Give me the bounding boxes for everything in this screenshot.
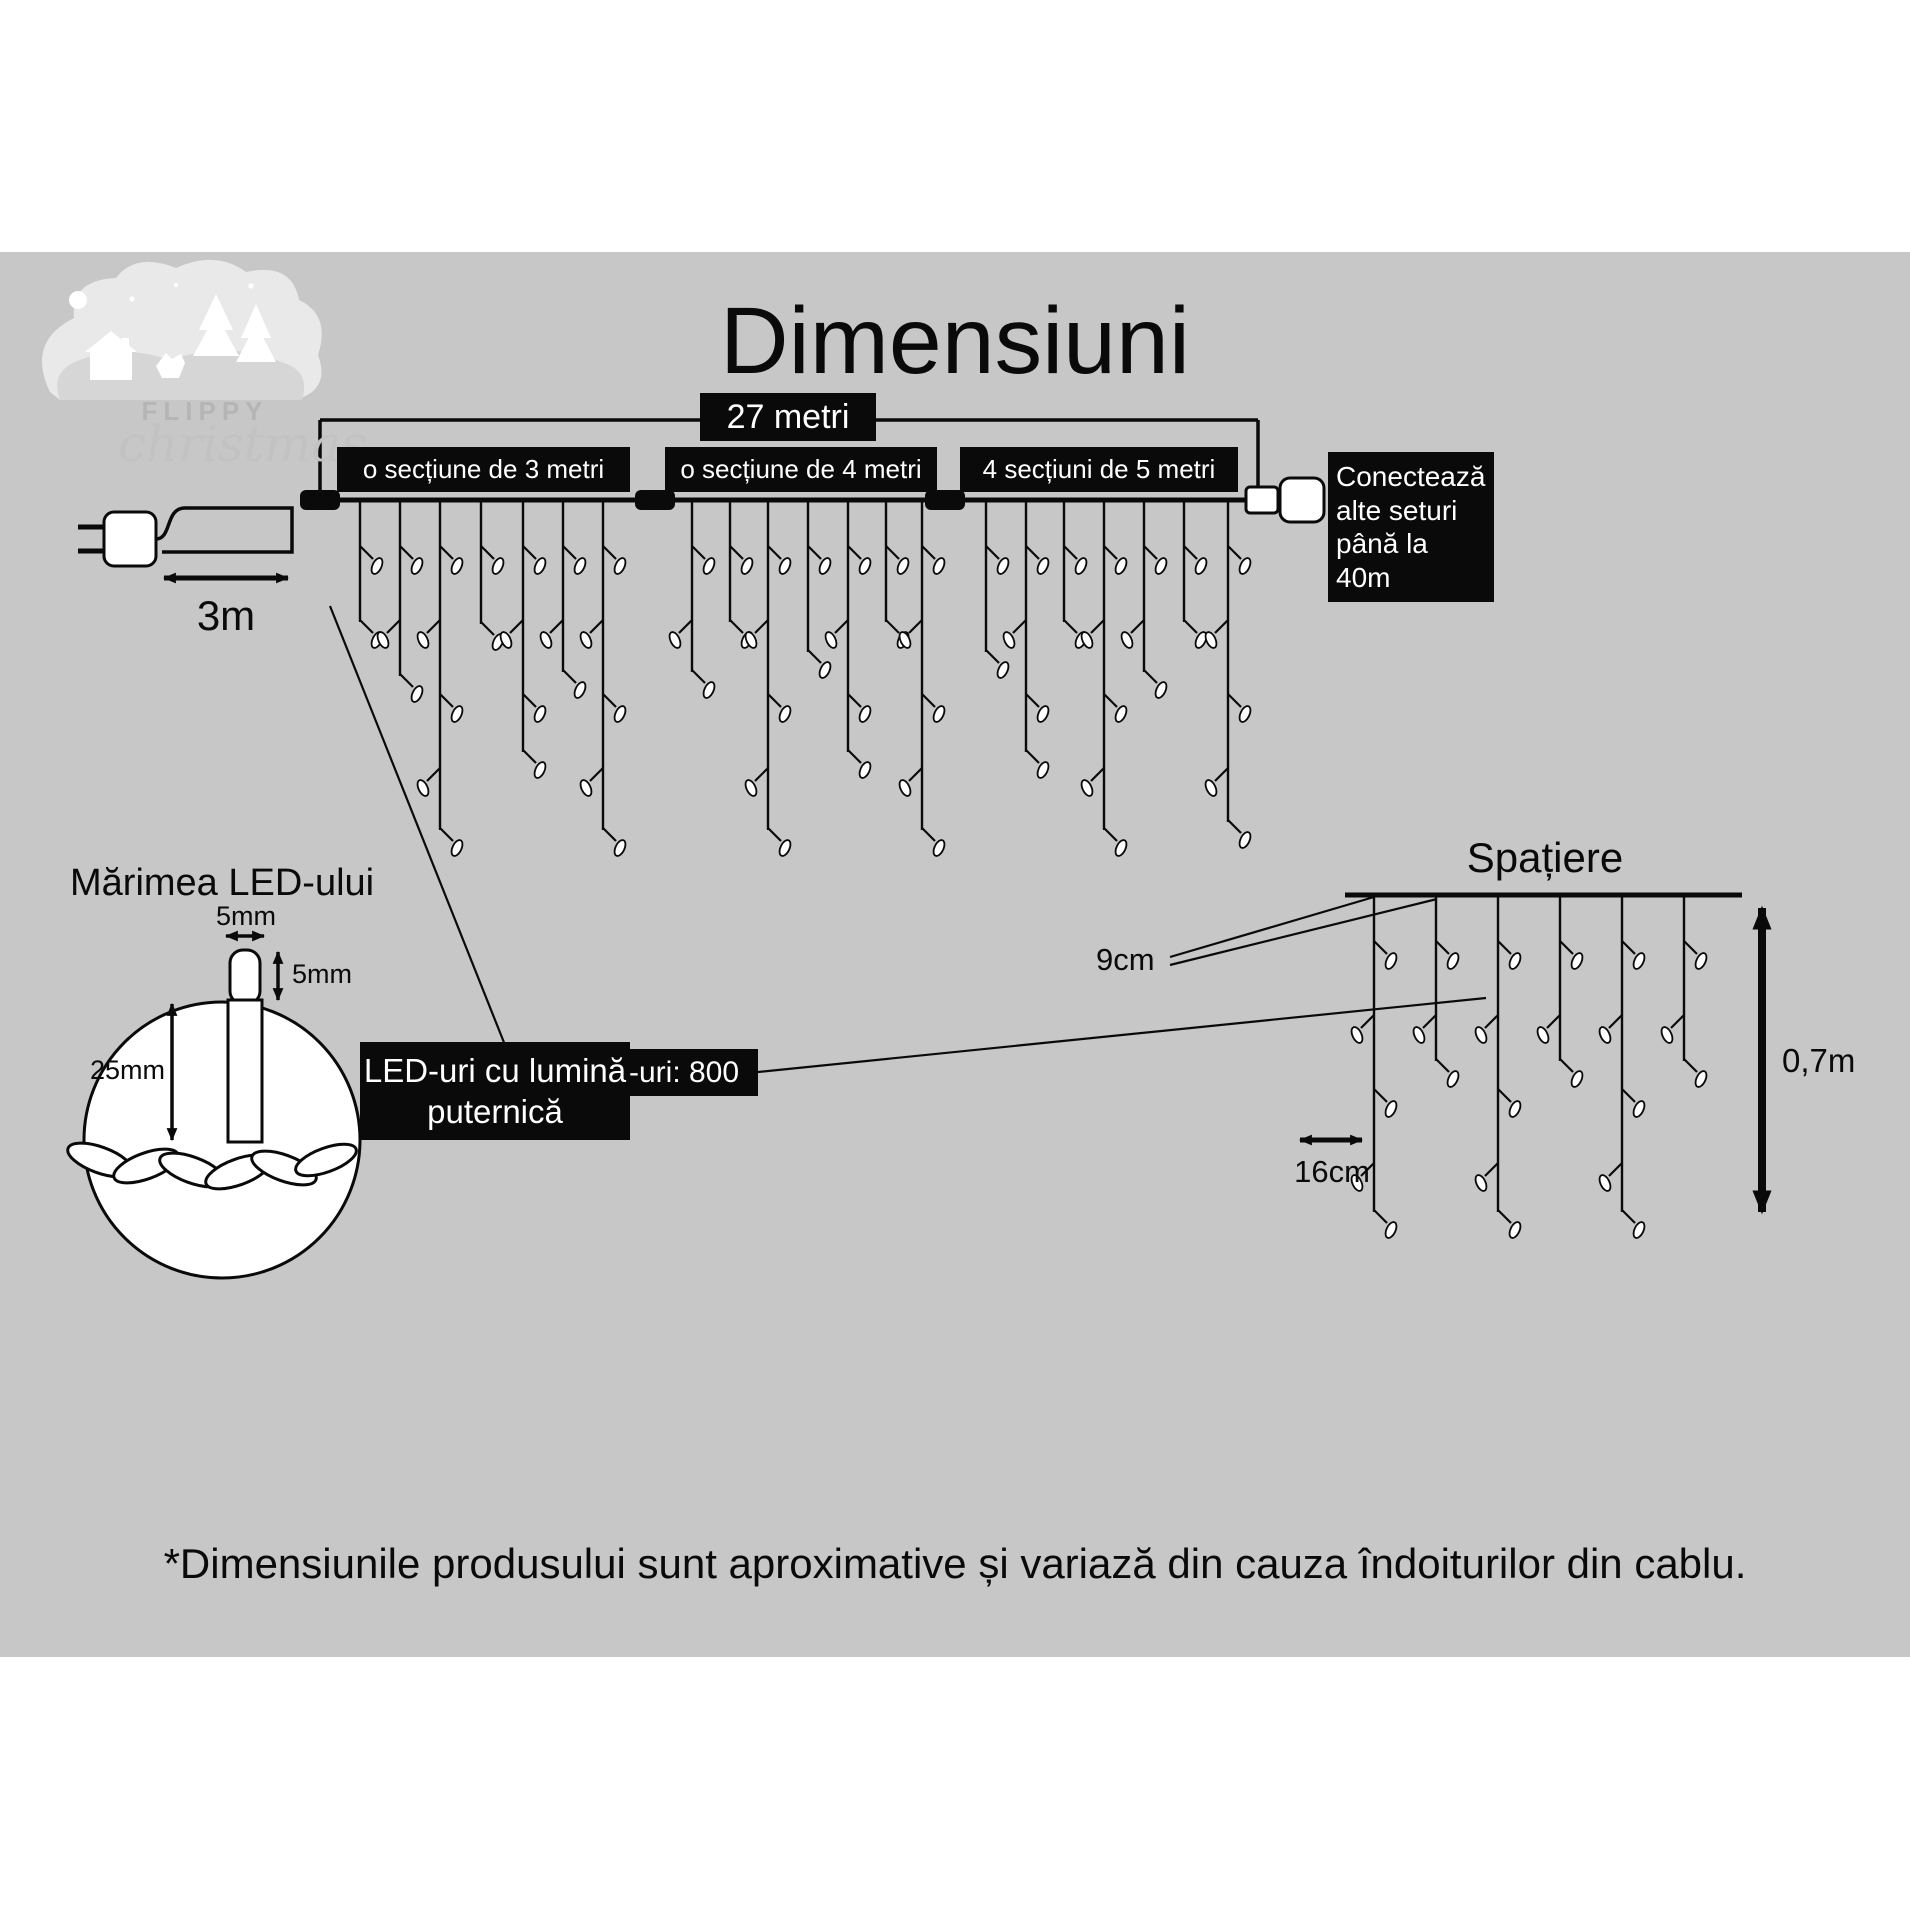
tree-icon: [199, 294, 233, 330]
icicle-strand: [1412, 895, 1460, 1088]
led-cap-height-label: 5mm: [292, 959, 352, 989]
icicle-strand: [1598, 895, 1646, 1239]
icicle-strand: [1080, 500, 1128, 857]
spacing-title: Spațiere: [1466, 834, 1624, 881]
icicle-strand: [984, 500, 1010, 679]
clamp-icon: [300, 490, 340, 510]
icicle-strand: [1062, 500, 1088, 649]
icicle-strand: [376, 500, 424, 703]
deer-icon: [156, 353, 185, 378]
drop-height-label: 0,7m: [1782, 1042, 1856, 1079]
lead-cable: [155, 506, 294, 554]
spacing-diagram-strands: [1350, 895, 1708, 1239]
power-plug-icon: [78, 510, 158, 568]
icicle-strand: [1120, 500, 1168, 699]
brand-script: christmas: [118, 415, 367, 473]
brand-logo-icon: [42, 259, 322, 400]
lead-length-label: 3m: [196, 592, 256, 639]
icicle-strand: [668, 500, 716, 699]
icicle-strand: [884, 500, 910, 649]
led-count-pointer-left: [328, 605, 509, 1051]
led-size-title: Mărimea LED-ului: [70, 862, 375, 904]
extension-connector-icon: [1244, 476, 1326, 524]
icicle-strand: [898, 500, 946, 857]
icicle-strand: [1536, 895, 1584, 1088]
icicle-curtain: [358, 500, 1252, 857]
house-icon: [90, 350, 132, 380]
icicle-strand: [539, 500, 587, 699]
icicle-strand: [1002, 500, 1050, 779]
page-title: Dimensiuni: [720, 288, 1190, 394]
led-body-height-label: 25mm: [90, 1055, 166, 1085]
icicle-strand: [806, 500, 832, 679]
moon-icon: [69, 291, 87, 309]
total-length-label: 27 metri: [700, 393, 876, 441]
icicle-strand: [416, 500, 464, 857]
connect-sets-label: Conectează alte seturi până la 40m: [1328, 452, 1494, 603]
led-width-label: 5mm: [216, 901, 276, 931]
icicle-strand: [1474, 895, 1522, 1239]
section-1-label: o secțiune de 3 metri: [337, 447, 630, 492]
tree-icon: [241, 304, 271, 338]
icicle-strand: [479, 500, 505, 651]
icicle-strand: [744, 500, 792, 857]
brand-name: FLIPPY: [141, 396, 269, 426]
led-callout-label: LED-uri cu lumină puternică: [360, 1042, 630, 1140]
led-count-pointer-right: [757, 996, 1487, 1074]
icicle-strand: [499, 500, 547, 779]
icicle-strand: [579, 500, 627, 857]
icicle-strand: [728, 500, 754, 649]
icicle-strand: [358, 500, 384, 649]
icicle-strand: [1204, 500, 1252, 849]
icicle-strand: [1660, 895, 1708, 1088]
clamp-icon: [925, 490, 965, 510]
icicle-strand: [824, 500, 872, 779]
section-2-label: o secțiune de 4 metri: [665, 447, 937, 492]
spacing-pointer-1: [1169, 895, 1375, 959]
spacing-pointer-2: [1169, 897, 1438, 967]
led-bulb-icon: [226, 948, 264, 1144]
drop-spacing-label: 9cm: [1096, 942, 1155, 977]
icicle-strand: [1182, 500, 1208, 649]
twisted-wire-icon: [66, 1141, 358, 1191]
led-spacing-label: 16cm: [1294, 1154, 1370, 1189]
icicle-strand: [1350, 895, 1398, 1239]
footnote: *Dimensiunile produsului sunt aproximati…: [163, 1540, 1747, 1587]
led-zoom-circle: [82, 1000, 362, 1280]
clamp-icon: [635, 490, 675, 510]
section-3-label: 4 secțiuni de 5 metri: [960, 447, 1238, 492]
